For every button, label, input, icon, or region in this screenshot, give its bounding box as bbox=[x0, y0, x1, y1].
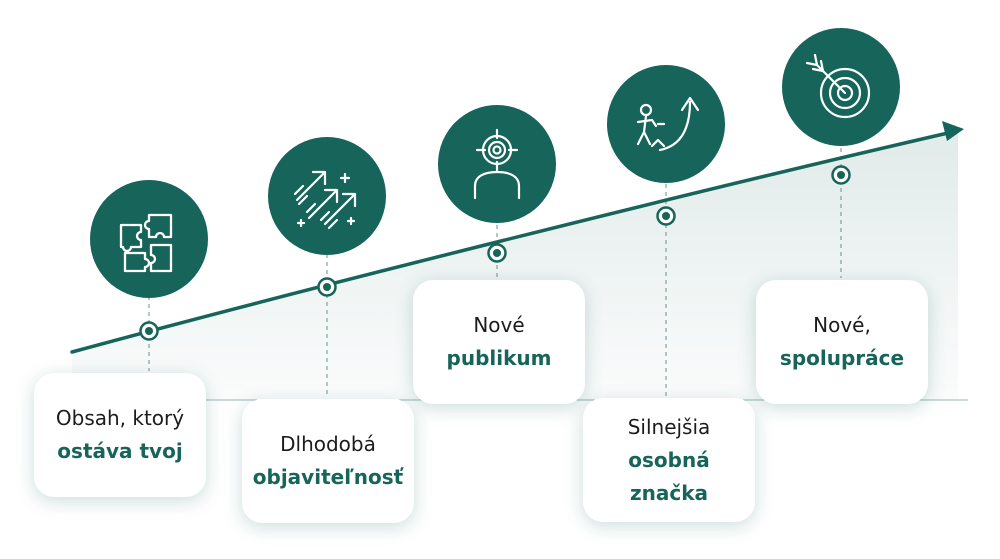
step-5-card: Nové, spolupráce bbox=[756, 280, 928, 404]
step-4-highlight-1: osobná bbox=[628, 447, 710, 472]
step-4-card: Silnejšia osobná značka bbox=[583, 398, 755, 522]
step-1-text: Obsah, ktorý bbox=[55, 406, 185, 430]
rising-arrows-icon bbox=[293, 170, 357, 230]
bullseye-arrow-icon bbox=[805, 53, 871, 119]
step-4-highlight-2: značka bbox=[629, 480, 709, 505]
curve-markers bbox=[139, 165, 851, 341]
step-2-text: Dlhodobá bbox=[280, 432, 376, 456]
step-3-icon-circle bbox=[438, 105, 556, 223]
step-1-highlight: ostáva tvoj bbox=[57, 439, 183, 463]
step-3-card: Nové publikum bbox=[413, 280, 585, 404]
person-growth-arrow-icon bbox=[636, 96, 700, 152]
step-1-icon-circle bbox=[90, 180, 208, 298]
step-4-text: Silnejšia bbox=[627, 414, 711, 439]
growth-arrow-head-icon bbox=[942, 121, 964, 141]
step-1-card: Obsah, ktorý ostáva tvoj bbox=[34, 373, 206, 497]
step-2-card: Dlhodobá objaviteľnosť bbox=[242, 399, 414, 523]
step-3-text: Nové bbox=[473, 313, 525, 337]
step-5-text: Nové, bbox=[813, 313, 871, 337]
step-2-icon-circle bbox=[268, 137, 386, 255]
growth-line bbox=[70, 131, 950, 354]
step-4-icon-circle bbox=[607, 65, 725, 183]
step-5-icon-circle bbox=[782, 28, 900, 146]
growth-area bbox=[72, 131, 958, 400]
step-2-highlight: objaviteľnosť bbox=[252, 465, 404, 489]
step-3-highlight: publikum bbox=[446, 346, 552, 370]
step-5-highlight: spolupráce bbox=[779, 346, 905, 370]
target-person-icon bbox=[473, 128, 521, 200]
puzzle-icon bbox=[119, 213, 173, 273]
